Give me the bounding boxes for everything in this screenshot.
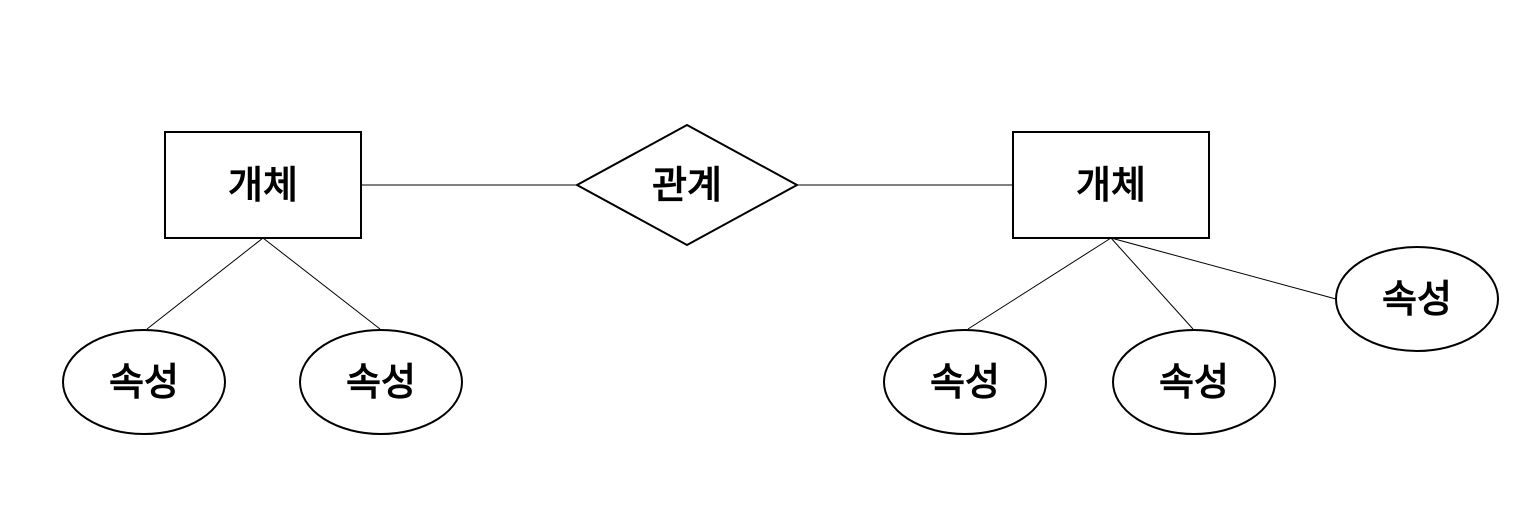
attribute-5: 속성 [1335, 246, 1499, 352]
attribute-3-label: 속성 [930, 360, 1000, 404]
attribute-3: 속성 [883, 329, 1047, 435]
entity-right-to-attribute-5-line [1110, 237, 1337, 300]
entity-right-to-attribute-4-line [1110, 237, 1194, 330]
attribute-1-label: 속성 [109, 360, 179, 404]
attribute-1-ellipse [62, 329, 226, 435]
attribute-5-ellipse [1335, 246, 1499, 352]
attribute-5-label: 속성 [1382, 277, 1452, 321]
connectors [146, 184, 1337, 330]
entity-right: 개체 [1012, 131, 1210, 239]
attribute-1: 속성 [62, 329, 226, 435]
relationship-label: 관계 [652, 163, 722, 207]
relationship-diamond [574, 123, 800, 247]
entity-left-to-attribute-1-line [146, 237, 264, 330]
entity-left: 개체 [164, 131, 362, 239]
attribute-2-label: 속성 [346, 360, 416, 404]
entity-left-label: 개체 [228, 163, 298, 207]
attribute-4-label: 속성 [1159, 360, 1229, 404]
entity-right-label: 개체 [1076, 163, 1146, 207]
entity-right-to-attribute-3-line [967, 237, 1112, 330]
attribute-3-ellipse [883, 329, 1047, 435]
attribute-2-ellipse [299, 329, 463, 435]
relationship: 관계 [574, 123, 800, 247]
entity-right-box [1012, 131, 1210, 239]
entity-left-box [164, 131, 362, 239]
entity-left-to-attribute-2-line [262, 237, 381, 330]
attribute-2: 속성 [299, 329, 463, 435]
attribute-4: 속성 [1112, 329, 1276, 435]
attribute-4-ellipse [1112, 329, 1276, 435]
